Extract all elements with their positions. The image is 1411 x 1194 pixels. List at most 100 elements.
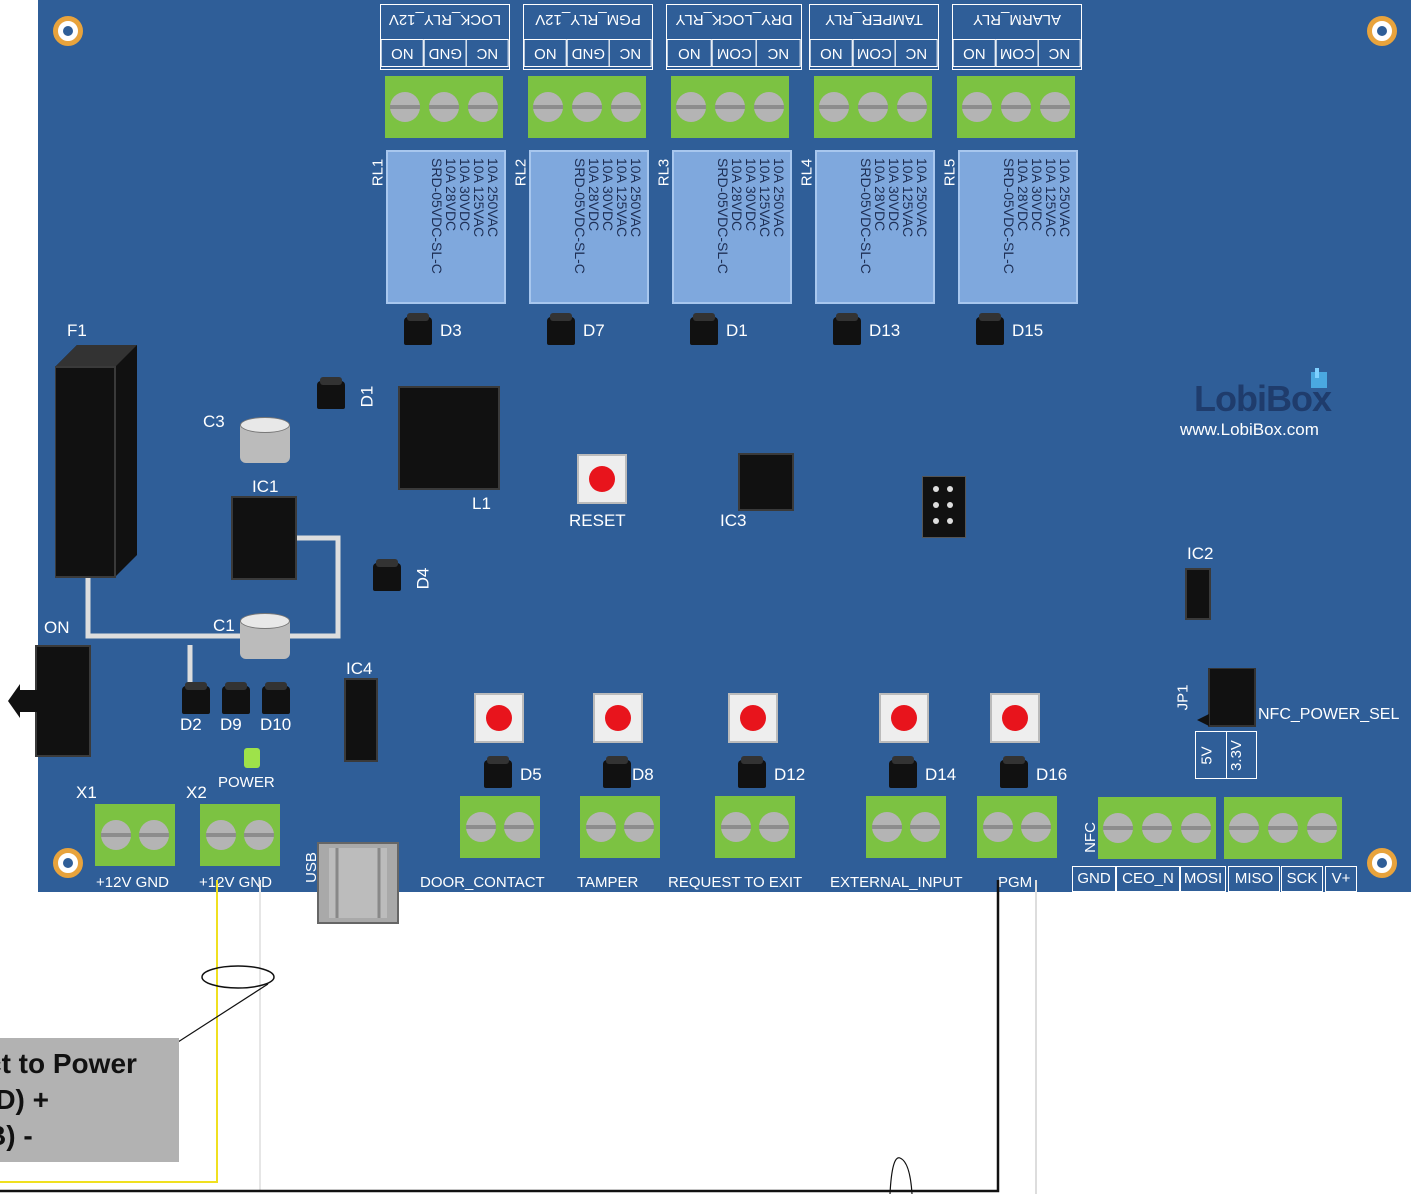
nfc-pin: MOSI <box>1180 866 1226 892</box>
terminal-door-contact <box>460 796 540 858</box>
ic-label: IC2 <box>1187 544 1214 563</box>
diode-d2 <box>182 682 210 714</box>
wiring <box>0 880 1037 1194</box>
mounting-hole <box>1367 16 1397 46</box>
reset-button[interactable] <box>577 454 627 504</box>
inductor-l1 <box>398 386 500 490</box>
led-label: D7 <box>583 321 605 340</box>
jumper-pin-3v3: 3.3V <box>1227 740 1245 771</box>
diode-d10 <box>262 682 290 714</box>
led-d5 <box>484 756 512 788</box>
relay-terminal-rl2 <box>528 76 646 138</box>
led-d3 <box>404 313 432 345</box>
inductor-label: L1 <box>472 494 491 513</box>
usb-port[interactable] <box>317 842 401 926</box>
nfc-label: NFC <box>1081 822 1099 853</box>
chip-ic4 <box>344 678 378 762</box>
callout-line: ct to Power <box>0 1048 137 1079</box>
brand-logo-icon <box>1311 368 1327 388</box>
wiring-callout: ct to Power (D) + B) - <box>0 1038 179 1162</box>
callout-line: (D) + <box>0 1084 49 1115</box>
terminal-tamper <box>580 796 660 858</box>
input-button-pgm[interactable] <box>990 693 1040 743</box>
led-d12 <box>738 756 766 788</box>
switch-label: ON <box>44 618 70 637</box>
diode-d1 <box>317 377 345 409</box>
input-label-rex: REQUEST TO EXIT <box>668 874 803 891</box>
nfc-pin: SCK <box>1281 866 1323 892</box>
diode-label: D10 <box>260 715 292 734</box>
mounting-hole <box>1367 848 1397 878</box>
mounting-hole <box>53 16 83 46</box>
diode-d4 <box>373 559 401 591</box>
isp-header <box>922 476 966 538</box>
terminal-x1 <box>95 804 175 866</box>
nfc-pin: MISO <box>1228 866 1280 892</box>
diode-d9 <box>222 682 250 714</box>
capacitor-c1 <box>240 613 290 663</box>
input-button-rex[interactable] <box>728 693 778 743</box>
callout-line: B) - <box>0 1120 33 1151</box>
relay-terminal-rl1 <box>385 76 503 138</box>
power-switch[interactable] <box>8 644 92 758</box>
terminal-nfc-a <box>1098 797 1216 859</box>
fuse-f1 <box>55 345 137 578</box>
led-label: D12 <box>774 765 806 784</box>
led-d15 <box>976 313 1004 345</box>
diode-label: D4 <box>413 567 433 590</box>
led-label: D13 <box>869 321 901 340</box>
led-label: D15 <box>1012 321 1044 340</box>
nfc-pin: V+ <box>1325 866 1357 892</box>
terminal-pgm <box>977 796 1057 858</box>
terminal-label: X1 <box>76 783 97 802</box>
terminal-nfc-b <box>1224 797 1342 859</box>
input-button-door[interactable] <box>474 693 524 743</box>
input-label-pgm: PGM <box>998 874 1033 891</box>
chip-ic2 <box>1185 568 1211 620</box>
ic-label: IC1 <box>252 477 279 496</box>
terminal-x1-pins: +12V GND <box>96 874 169 891</box>
led-label: D14 <box>925 765 957 784</box>
led-label: D1 <box>726 321 748 340</box>
jumper-jp1 <box>1197 668 1256 727</box>
relay-terminal-rl3 <box>671 76 789 138</box>
diode-label: D9 <box>220 715 242 734</box>
jumper-pin-5v: 5V <box>1198 746 1216 765</box>
chip-ic1 <box>231 496 297 580</box>
jumper-label: JP1 <box>1174 684 1192 711</box>
brand-url: www.LobiBox.com <box>1180 420 1319 439</box>
terminal-x2 <box>200 804 280 866</box>
ic-label: IC4 <box>346 659 373 678</box>
fuse-label: F1 <box>67 321 87 340</box>
input-button-tamper[interactable] <box>593 693 643 743</box>
reset-label: RESET <box>569 511 626 530</box>
nfc-pin: CEO_N <box>1116 866 1180 892</box>
jumper-pin-box: 5V 3.3V <box>1195 731 1257 779</box>
diode-label: D1 <box>357 385 377 408</box>
led-d8 <box>603 756 631 788</box>
led-label: D5 <box>520 765 542 784</box>
diode-label: D2 <box>180 715 202 734</box>
relay-terminal-rl4 <box>814 76 932 138</box>
brand-logo: LobiBox <box>1194 378 1332 419</box>
chip-ic3 <box>738 453 794 511</box>
capacitor-c3 <box>240 417 290 467</box>
input-label-external: EXTERNAL_INPUT <box>830 874 963 891</box>
led-d7 <box>547 313 575 345</box>
capacitor-label: C3 <box>203 412 225 431</box>
led-d14 <box>889 756 917 788</box>
nfc-power-sel-label: NFC_POWER_SEL <box>1258 706 1400 723</box>
led-d16 <box>1000 756 1028 788</box>
nfc-pin: GND <box>1072 866 1116 892</box>
mounting-hole <box>53 848 83 878</box>
input-button-external[interactable] <box>879 693 929 743</box>
power-led <box>244 748 260 768</box>
ic-label: IC3 <box>720 511 747 530</box>
